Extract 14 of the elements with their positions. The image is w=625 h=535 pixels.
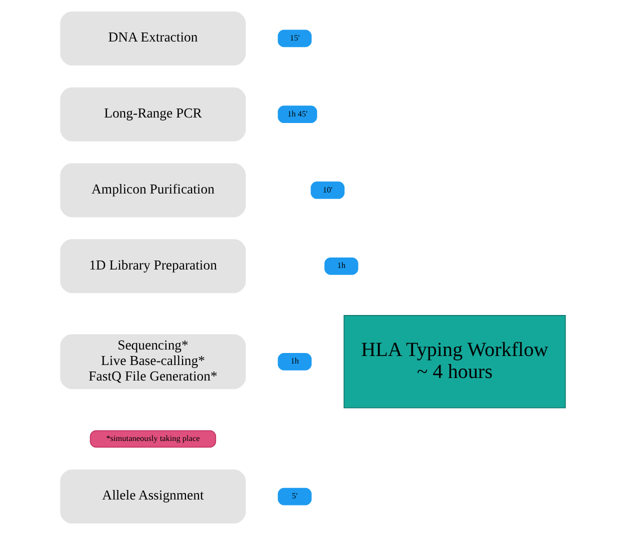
node-box: 15' [277, 30, 312, 48]
node-box: 5' [277, 488, 312, 506]
node-box: DNA Extraction [60, 12, 246, 66]
node-box: 1h 45' [277, 106, 317, 124]
node-box: HLA Typing Workflow ~ 4 hours [343, 315, 566, 408]
node-box: 1D Library Preparation [60, 239, 246, 294]
node-box: Sequencing* Live Base-calling* FastQ File Generation* [60, 334, 246, 390]
node-box: 1h [324, 257, 358, 275]
node-box: Amplicon Purification [60, 163, 246, 218]
node-box: Long-Range PCR [60, 87, 246, 142]
node-box: 10' [310, 182, 344, 199]
node-box: Allele Assignment [60, 470, 246, 524]
node-box: 1h [277, 352, 312, 370]
node-box: *simutaneously taking place [89, 430, 216, 448]
